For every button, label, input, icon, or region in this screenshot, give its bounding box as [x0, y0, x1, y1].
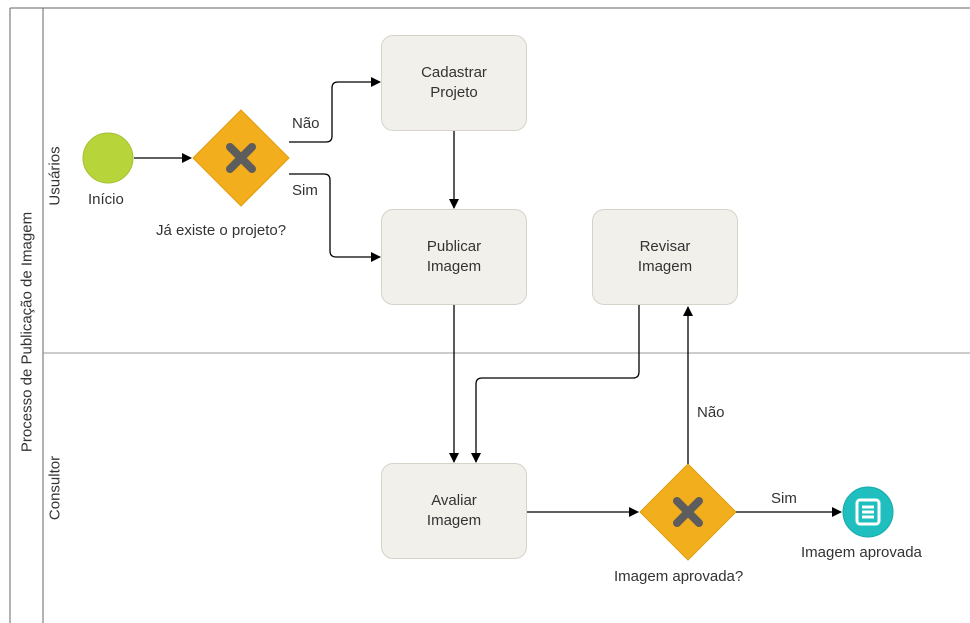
flow-label-sim-bottom: Sim — [771, 490, 797, 507]
list-icon — [855, 498, 881, 526]
lane-label-consultor: Consultor — [46, 455, 64, 521]
task-revisar-imagem[interactable]: Revisar Imagem — [592, 209, 738, 305]
flow-label-nao-bottom: Não — [697, 404, 725, 421]
start-event[interactable] — [82, 132, 134, 184]
task-cadastrar-projeto[interactable]: Cadastrar Projeto — [381, 35, 527, 131]
flow-label-sim-top: Sim — [292, 182, 318, 199]
task-avaliar-imagem[interactable]: Avaliar Imagem — [381, 463, 527, 559]
task-publicar-imagem[interactable]: Publicar Imagem — [381, 209, 527, 305]
flow-revisar-to-avaliar — [471, 305, 640, 463]
end-event[interactable] — [842, 486, 894, 538]
flow-gateway-nao-to-cadastrar — [289, 77, 381, 143]
task-label: Cadastrar Projeto — [421, 64, 487, 101]
task-label: Revisar Imagem — [637, 238, 693, 275]
pool-title: Processo de Publicação de Imagem — [18, 211, 36, 453]
flow-label-nao-top: Não — [292, 115, 320, 132]
start-event-label: Início — [88, 191, 124, 208]
gateway-projeto-exists[interactable] — [192, 109, 290, 207]
gateway-projeto-label: Já existe o projeto? — [156, 222, 287, 239]
gateway-imagem-aprovada[interactable] — [639, 463, 737, 561]
task-label: Publicar Imagem — [426, 238, 482, 275]
task-label: Avaliar Imagem — [426, 492, 482, 529]
x-mark-icon — [226, 143, 256, 173]
flows — [134, 77, 842, 517]
end-event-label: Imagem aprovada — [801, 544, 922, 561]
lane-label-usuarios: Usuários — [46, 146, 64, 206]
pool — [9, 7, 970, 623]
x-mark-icon — [673, 497, 703, 527]
flow-gateway-sim-to-publicar — [289, 173, 381, 262]
gateway-aprovada-label: Imagem aprovada? — [614, 568, 744, 585]
